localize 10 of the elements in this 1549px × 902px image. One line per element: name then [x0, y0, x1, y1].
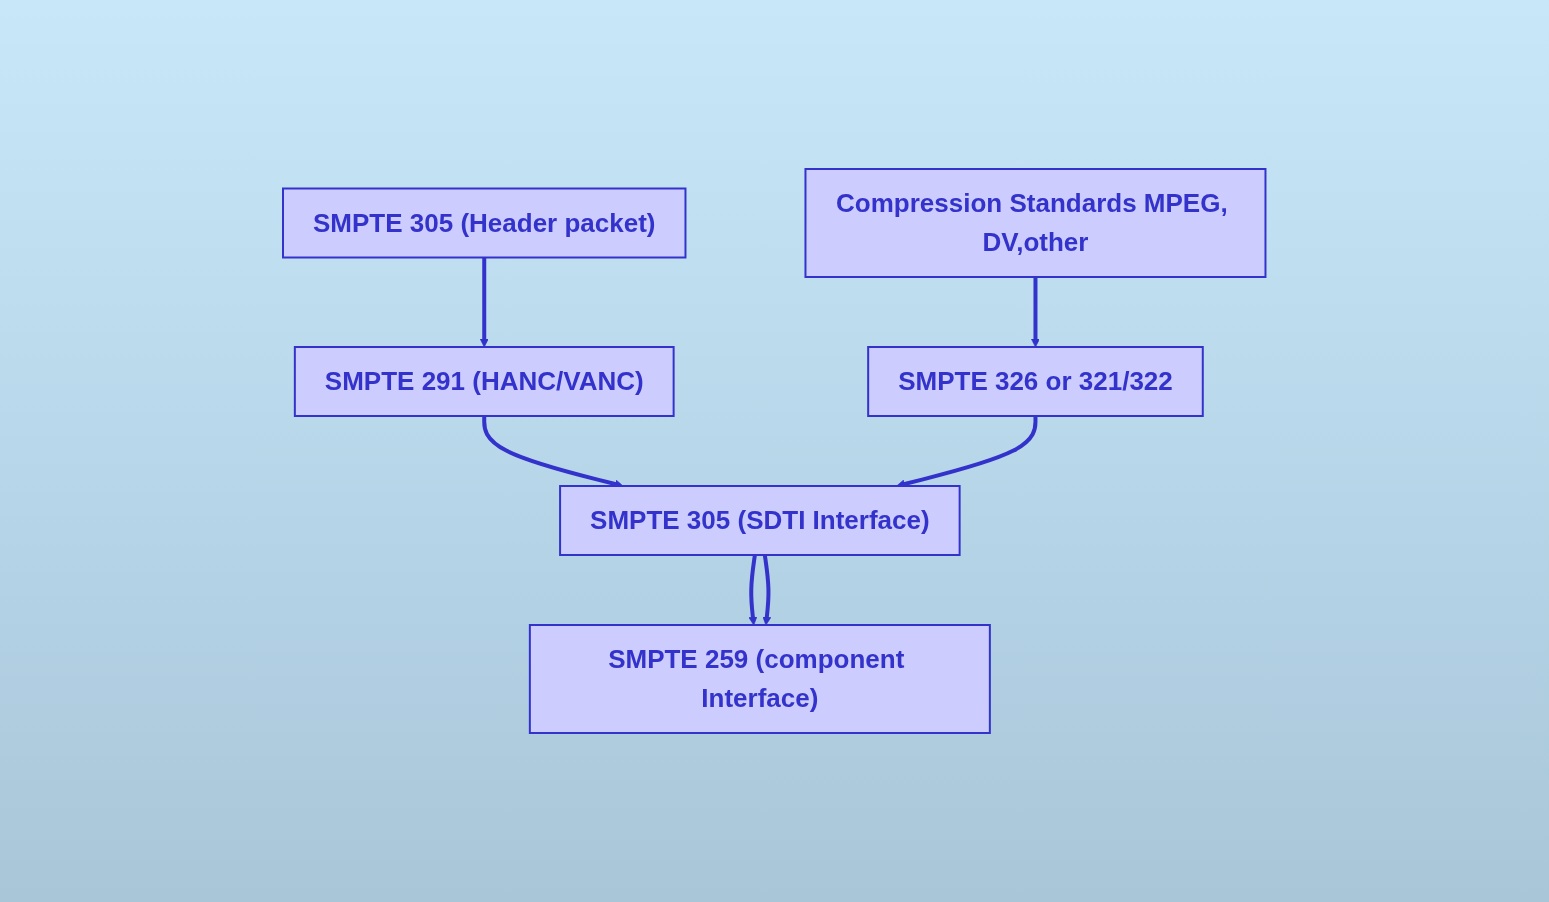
node-box: SMPTE 305 (Header packet)	[282, 187, 687, 259]
node-box: SMPTE 326 or 321/322	[867, 346, 1205, 417]
arrow	[748, 554, 758, 626]
node-box: Compression Standards MPEG, DV,other	[804, 168, 1267, 278]
node-box: SMPTE 291 (HANC/VANC)	[294, 346, 675, 417]
node-box: SMPTE 259 (component Interface)	[529, 624, 992, 734]
node-box: SMPTE 305 (SDTI Interface)	[559, 485, 961, 556]
arrow	[1031, 277, 1041, 348]
arrow	[762, 554, 772, 626]
arrow	[480, 257, 489, 348]
